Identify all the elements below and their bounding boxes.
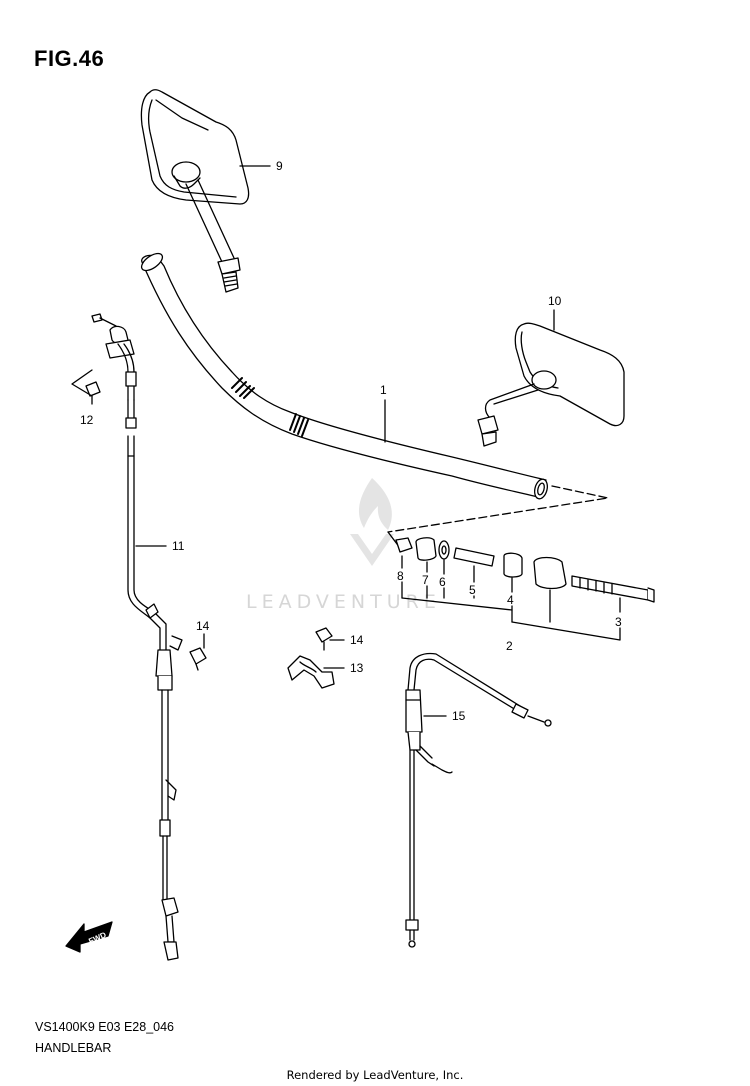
callout-6: 6: [439, 575, 446, 589]
handlebar[interactable]: [139, 250, 550, 500]
callout-14-left: 14: [196, 619, 210, 633]
callout-7: 7: [422, 573, 429, 587]
watermark: LEADVENTURE: [246, 478, 441, 613]
callout-11: 11: [172, 539, 185, 553]
mirror-left[interactable]: [140, 89, 250, 293]
figure-code: VS1400K9 E03 E28_046: [35, 1020, 175, 1034]
clamp-13[interactable]: [287, 655, 335, 689]
fwd-arrow-icon: FWD: [65, 921, 113, 953]
callout-14-right: 14: [350, 633, 364, 647]
callout-12: 12: [80, 413, 94, 427]
rendered-by: Rendered by LeadVenture, Inc.: [286, 1068, 464, 1082]
callout-13: 13: [350, 661, 364, 675]
parts-leaders: [401, 555, 621, 641]
screw-14-left[interactable]: [189, 647, 207, 671]
callout-15: 15: [452, 709, 466, 723]
clutch-cable[interactable]: [91, 313, 183, 961]
figure-title: FIG.46: [34, 46, 105, 71]
leader-12: [71, 369, 93, 397]
figure-name: HANDLEBAR: [35, 1041, 112, 1055]
explode-lines: [387, 485, 609, 533]
balancer-parts[interactable]: [395, 537, 655, 603]
callout-9: 9: [276, 159, 283, 173]
callout-10: 10: [548, 294, 562, 308]
screw-12[interactable]: [85, 381, 101, 405]
callout-3: 3: [615, 615, 622, 629]
screw-14-right[interactable]: [315, 627, 333, 651]
callout-8: 8: [397, 569, 404, 583]
callout-2: 2: [506, 639, 513, 653]
callout-1: 1: [380, 383, 387, 397]
switch-cable[interactable]: [405, 652, 552, 948]
callout-4: 4: [507, 593, 514, 607]
watermark-text: LEADVENTURE: [246, 591, 441, 613]
mirror-right[interactable]: [477, 322, 625, 447]
callout-5: 5: [469, 583, 476, 597]
